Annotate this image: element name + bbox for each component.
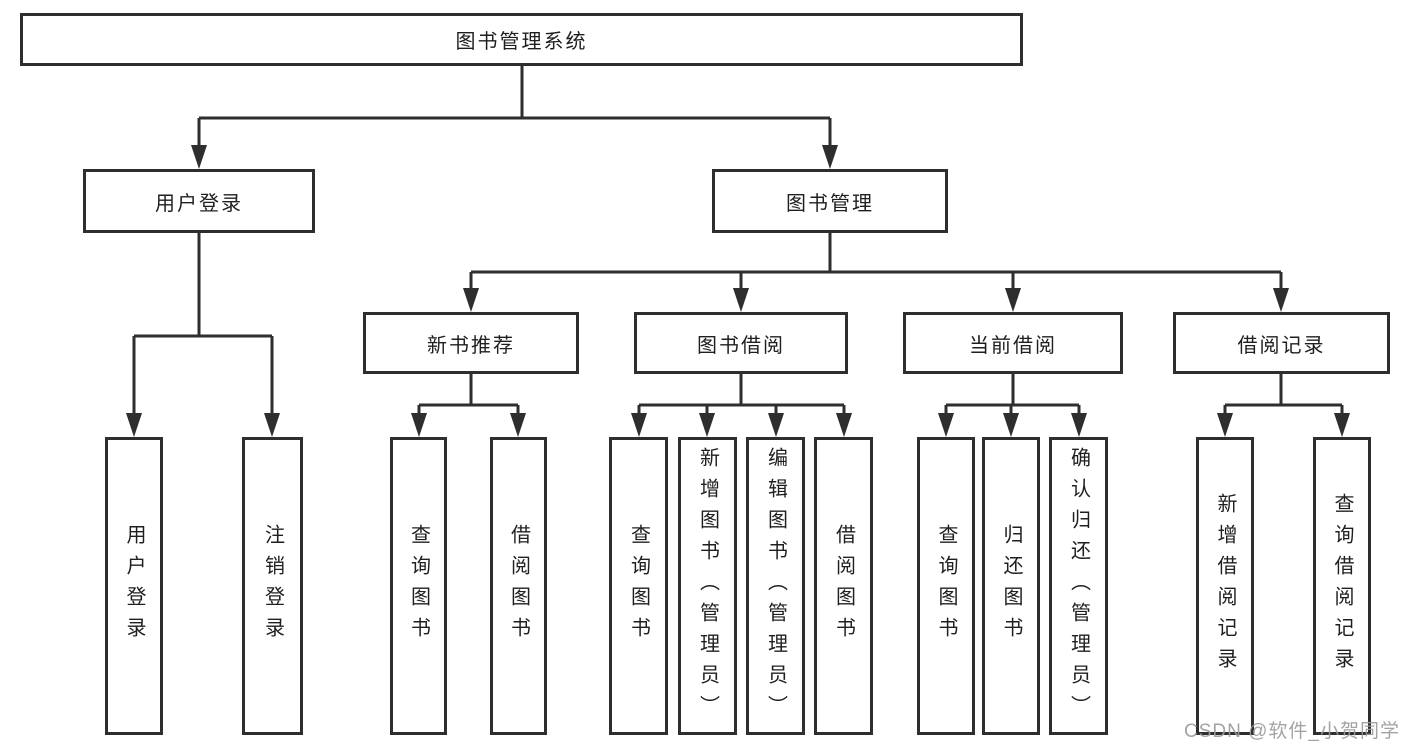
node-borrow-edit-books-admin: 编辑图书（管理员）	[746, 437, 805, 735]
node-user-login-leaf-label: 用户登录	[123, 524, 145, 648]
node-library-system-label: 图书管理系统	[455, 31, 588, 53]
node-logout: 注销登录	[242, 437, 303, 735]
node-library-system: 图书管理系统	[20, 13, 1023, 66]
node-borrow-add-books-admin-label: 新增图书（管理员）	[696, 446, 719, 726]
node-current-confirm-return-admin-label: 确认归还（管理员）	[1067, 446, 1090, 726]
node-borrow-records-label: 借阅记录	[1237, 334, 1326, 357]
node-current-confirm-return-admin: 确认归还（管理员）	[1049, 437, 1108, 735]
node-borrow-add-books-admin: 新增图书（管理员）	[678, 437, 737, 735]
node-current-return-books: 归还图书	[982, 437, 1040, 735]
node-book-borrow-label: 图书借阅	[697, 334, 785, 357]
csdn-watermark: CSDN @软件_小贺同学	[1184, 721, 1400, 742]
node-borrow-borrow-books: 借阅图书	[814, 437, 873, 735]
node-book-management: 图书管理	[712, 169, 948, 233]
node-recommend-query-books-label: 查询图书	[407, 524, 430, 648]
node-current-return-books-label: 归还图书	[1000, 524, 1022, 648]
node-recommend-query-books: 查询图书	[390, 437, 447, 735]
node-book-management-label: 图书管理	[786, 192, 874, 215]
node-user-login-label: 用户登录	[155, 192, 243, 215]
node-user-login-leaf: 用户登录	[105, 437, 163, 735]
node-new-book-recommend-label: 新书推荐	[427, 334, 515, 357]
node-new-book-recommend: 新书推荐	[363, 312, 579, 374]
node-current-borrow: 当前借阅	[903, 312, 1123, 374]
node-borrow-records: 借阅记录	[1173, 312, 1390, 374]
node-records-add-record: 新增借阅记录	[1196, 437, 1254, 735]
node-records-add-record-label: 新增借阅记录	[1214, 493, 1236, 679]
node-borrow-query-books-label: 查询图书	[627, 524, 650, 648]
node-logout-label: 注销登录	[261, 524, 284, 648]
node-current-query-books: 查询图书	[917, 437, 975, 735]
node-borrow-query-books: 查询图书	[609, 437, 668, 735]
node-borrow-borrow-books-label: 借阅图书	[832, 524, 855, 648]
node-records-query-record-label: 查询借阅记录	[1331, 493, 1353, 679]
node-current-query-books-label: 查询图书	[935, 524, 957, 648]
node-records-query-record: 查询借阅记录	[1313, 437, 1371, 735]
node-recommend-borrow-books-label: 借阅图书	[507, 524, 530, 648]
node-recommend-borrow-books: 借阅图书	[490, 437, 547, 735]
node-book-borrow: 图书借阅	[634, 312, 848, 374]
node-borrow-edit-books-admin-label: 编辑图书（管理员）	[764, 446, 787, 726]
node-user-login: 用户登录	[83, 169, 315, 233]
node-current-borrow-label: 当前借阅	[969, 334, 1057, 357]
